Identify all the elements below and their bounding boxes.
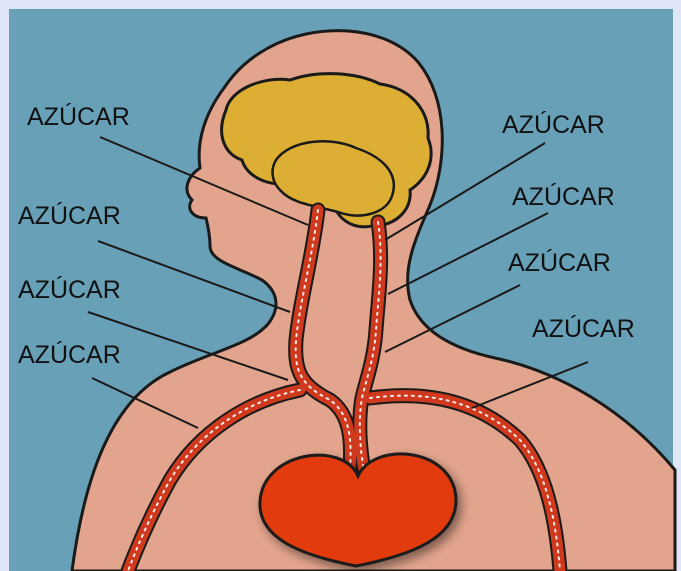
label-left-4: AZÚCAR [18, 340, 121, 369]
label-right-2: AZÚCAR [512, 182, 615, 211]
label-left-3: AZÚCAR [18, 275, 121, 304]
label-right-3: AZÚCAR [508, 248, 611, 277]
label-right-4: AZÚCAR [532, 314, 635, 343]
label-left-1: AZÚCAR [27, 102, 130, 131]
label-right-1: AZÚCAR [502, 110, 605, 139]
label-left-2: AZÚCAR [18, 201, 121, 230]
